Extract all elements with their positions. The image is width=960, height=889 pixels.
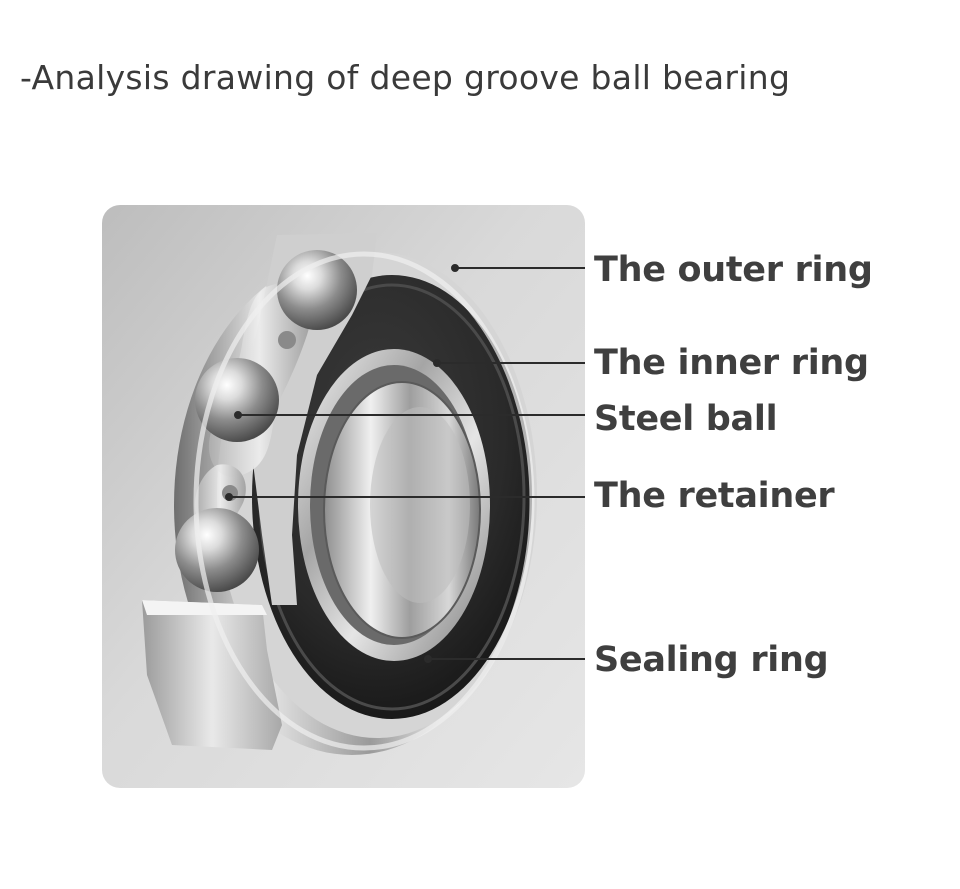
- steel-ball-bottom: [175, 508, 259, 592]
- steel-ball-middle: [195, 358, 279, 442]
- label-steel-ball: Steel ball: [594, 399, 778, 439]
- label-sealing-ring: Sealing ring: [594, 640, 829, 680]
- outer-ring-highlight: [193, 251, 535, 751]
- page-title: -Analysis drawing of deep groove ball be…: [20, 58, 791, 97]
- steel-ball-top: [277, 250, 357, 330]
- bore-shape: [323, 381, 481, 639]
- bearing-illustration: [102, 205, 585, 788]
- bearing-image: [102, 205, 585, 788]
- label-retainer: The retainer: [594, 476, 835, 516]
- label-inner-ring: The inner ring: [594, 343, 869, 383]
- label-outer-ring: The outer ring: [594, 250, 873, 290]
